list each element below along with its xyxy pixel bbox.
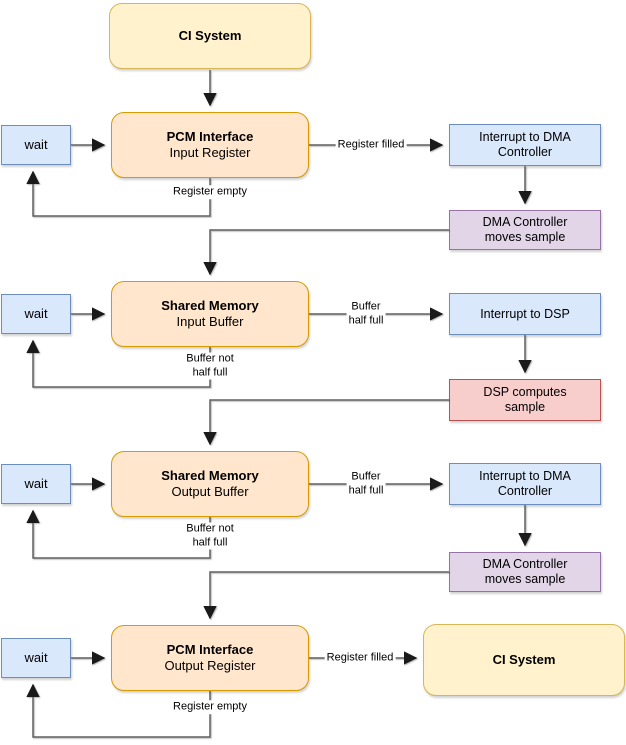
edge-label-register-empty-2: Register empty — [171, 700, 249, 714]
node-title: PCM Interface — [166, 129, 254, 144]
node-label: CI System — [492, 652, 556, 667]
node-subtitle: Output Buffer — [171, 484, 249, 499]
node-title: Shared Memory — [161, 468, 259, 483]
edge-label-register-filled-1: Register filled — [335, 138, 407, 152]
node-subtitle: Input Buffer — [176, 314, 244, 329]
edge-label-buffer-half-full-2: Buffer half full — [346, 470, 386, 498]
node-label: wait — [24, 650, 48, 665]
node-line1: DMA Controller — [482, 557, 568, 571]
edge-label-register-filled-2: Register filled — [324, 651, 396, 665]
node-line2: Controller — [497, 484, 553, 498]
node-subtitle: Input Register — [169, 145, 251, 160]
node-ci-system-bottom: CI System — [423, 624, 625, 696]
node-dsp-computes-sample: DSP computes sample — [449, 379, 601, 421]
node-shared-memory-output-buffer: Shared Memory Output Buffer — [111, 451, 309, 517]
connector-dsp-computes-to-shared-memory-output — [203, 399, 449, 446]
node-subtitle: Output Register — [164, 658, 256, 673]
node-wait-4: wait — [1, 638, 71, 678]
node-line2: Controller — [497, 145, 553, 159]
node-label: wait — [24, 306, 48, 321]
node-line1: Interrupt to DSP — [480, 306, 570, 321]
edge-label-buffer-not-half-full-2: Buffer not half full — [184, 522, 236, 550]
edge-label-buffer-half-full-1: Buffer half full — [346, 300, 386, 328]
node-ci-system-top: CI System — [109, 3, 311, 69]
node-interrupt-to-dsp: Interrupt to DSP — [449, 293, 601, 335]
node-dma-controller-moves-sample-1: DMA Controller moves sample — [449, 210, 601, 250]
node-line2: moves sample — [484, 230, 566, 244]
node-label: wait — [24, 137, 48, 152]
node-dma-controller-moves-sample-2: DMA Controller moves sample — [449, 552, 601, 592]
node-label: CI System — [178, 28, 242, 43]
edge-label-register-empty-1: Register empty — [171, 185, 249, 199]
node-line2: sample — [504, 400, 546, 414]
connector-dma-moves2-to-pcm-output — [203, 571, 449, 620]
node-interrupt-to-dma-controller-2: Interrupt to DMA Controller — [449, 463, 601, 505]
node-line1: DMA Controller — [482, 215, 568, 229]
node-line1: Interrupt to DMA — [479, 469, 571, 483]
edge-label-buffer-not-half-full-1: Buffer not half full — [184, 352, 236, 380]
node-line1: Interrupt to DMA — [479, 130, 571, 144]
node-pcm-interface-output-register: PCM Interface Output Register — [111, 625, 309, 691]
node-line2: moves sample — [484, 572, 566, 586]
connector-dma-moves1-to-shared-memory-input — [203, 229, 449, 276]
node-wait-3: wait — [1, 464, 71, 504]
node-title: Shared Memory — [161, 298, 259, 313]
node-shared-memory-input-buffer: Shared Memory Input Buffer — [111, 281, 309, 347]
node-interrupt-to-dma-controller-1: Interrupt to DMA Controller — [449, 124, 601, 166]
node-pcm-interface-input-register: PCM Interface Input Register — [111, 112, 309, 178]
node-wait-2: wait — [1, 294, 71, 334]
node-line1: DSP computes — [483, 385, 567, 399]
node-wait-1: wait — [1, 125, 71, 165]
node-title: PCM Interface — [166, 642, 254, 657]
node-label: wait — [24, 476, 48, 491]
